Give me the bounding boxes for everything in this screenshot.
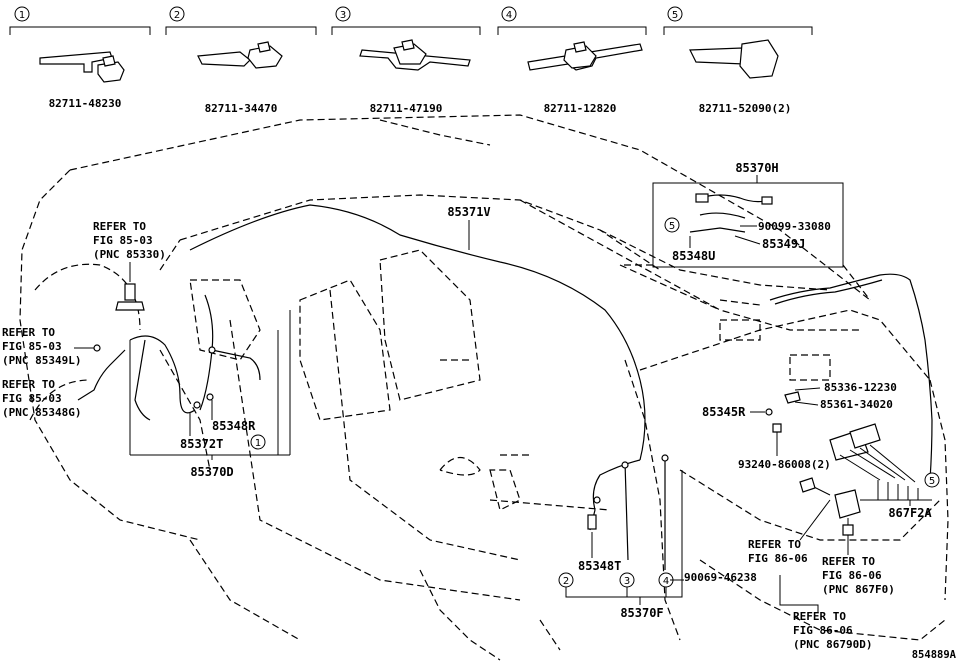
marker-5: 5 [669,221,675,232]
part-label-867F2A: 867F2A [888,506,932,520]
refer-to-text: REFER TO [822,555,875,568]
refer-to-text: REFER TO [2,326,55,339]
part-867F2A-group: 5 867F2A [799,423,940,540]
clamp-part-icon [359,39,471,71]
refer-pnc-text: (PNC 867F0) [822,583,895,596]
refer-fig-text: FIG 86-06 [748,552,808,565]
marker-2: 2 [563,576,569,587]
refer-fig-text: FIG 86-06 [793,624,853,637]
refer-fig-text: FIG 85-03 [2,340,62,353]
part-label-85349J: 85349J [762,237,805,251]
ref-fig-86-06: REFER TO FIG 86-06 [748,499,831,565]
callout-2: 2 82711-34470 [165,6,317,115]
clamp-part-icon [689,39,779,79]
callout-5: 5 82711-52090(2) [663,6,813,115]
refer-fig-text: FIG 85-03 [93,234,153,247]
marker-3: 3 [624,576,630,587]
callout-1: 1 82711-48230 [9,6,151,110]
ref-86790D: REFER TO FIG 86-06 (PNC 86790D) [779,575,872,651]
refer-pnc-text: (PNC 85330) [93,248,166,261]
sensor-icon [115,283,145,311]
clamp-part-icon [197,41,283,69]
part-number-label: 82711-52090(2) [699,102,792,115]
marker-5: 5 [929,476,935,487]
part-label-85361-34020: 85361-34020 [820,398,893,411]
part-label-85370D: 85370D [190,465,233,479]
refer-pnc-text: (PNC 85349L) [2,354,81,367]
ref-867F0: REFER TO FIG 86-06 (PNC 867F0) [822,524,895,596]
part-label-85371V: 85371V [447,205,490,219]
part-label-85348T: 85348T [578,559,621,573]
callout-number: 3 [340,10,346,21]
ref-85348G: REFER TO FIG 85-03 (PNC 85348G) [2,349,126,419]
part-label-85372T: 85372T [180,437,223,451]
part-label-85348R: 85348R [212,419,256,433]
part-label-90099-33080: 90099-33080 [758,220,831,233]
part-label-85370H: 85370H [735,161,778,175]
part-label-93240-86008: 93240-86008(2) [738,458,831,471]
spoiler-harness [769,273,933,481]
harness-85371V: 85371V [189,204,646,461]
refer-pnc-text: (PNC 86790D) [793,638,872,651]
right-refs: REFER TO FIG 86-06 REFER TO FIG 86-06 (P… [748,499,895,651]
refer-to-text: REFER TO [748,538,801,551]
marker-1: 1 [255,438,261,449]
part-label-85348U: 85348U [672,249,715,263]
refer-fig-text: FIG 85-03 [2,392,62,405]
refer-to-text: REFER TO [793,610,846,623]
callout-number: 2 [174,10,180,21]
refer-to-text: REFER TO [2,378,55,391]
backdoor-parts: 85336-12230 85361-34020 85345R 93240-860… [702,381,897,471]
part-number-label: 82711-12820 [544,102,617,115]
part-number-label: 82711-34470 [205,102,278,115]
part-number-label: 82711-47190 [370,102,443,115]
callout-number: 4 [506,10,512,21]
vehicle-outline [19,114,949,661]
harness-85370D-group: 85348R 85372T 1 85370D [129,310,291,479]
part-number-label: 82711-48230 [49,97,122,110]
marker-4: 4 [663,576,669,587]
callout-3: 3 82711-47190 [331,6,481,115]
clamp-part-icon [527,41,643,71]
refer-pnc-text: (PNC 85348G) [2,406,81,419]
ref-85349L: REFER TO FIG 85-03 (PNC 85349L) [2,326,101,367]
refer-fig-text: FIG 86-06 [822,569,882,582]
callout-number: 5 [672,10,678,21]
clamp-part-icon [39,51,125,83]
diagram-code: 854889A [912,649,957,661]
refer-to-text: REFER TO [93,220,146,233]
harness-85370F-group: 85348T 2 3 4 90069-46238 85370F [558,454,757,620]
ref-85330: REFER TO FIG 85-03 (PNC 85330) [93,220,166,311]
part-label-90069-46238: 90069-46238 [684,571,757,584]
part-label-85370F: 85370F [620,606,663,620]
harness-85370H-group: 85370H 5 90099-33080 85349J 85348U [652,161,844,268]
callout-4: 4 82711-12820 [497,6,647,115]
part-label-85336-12230: 85336-12230 [824,381,897,394]
left-refs: REFER TO FIG 85-03 (PNC 85330) REFER TO … [2,220,166,419]
callout-row: 1 82711-48230 2 82711-34470 3 [9,6,813,115]
callout-number: 1 [19,10,25,21]
part-label-85345R: 85345R [702,405,746,419]
